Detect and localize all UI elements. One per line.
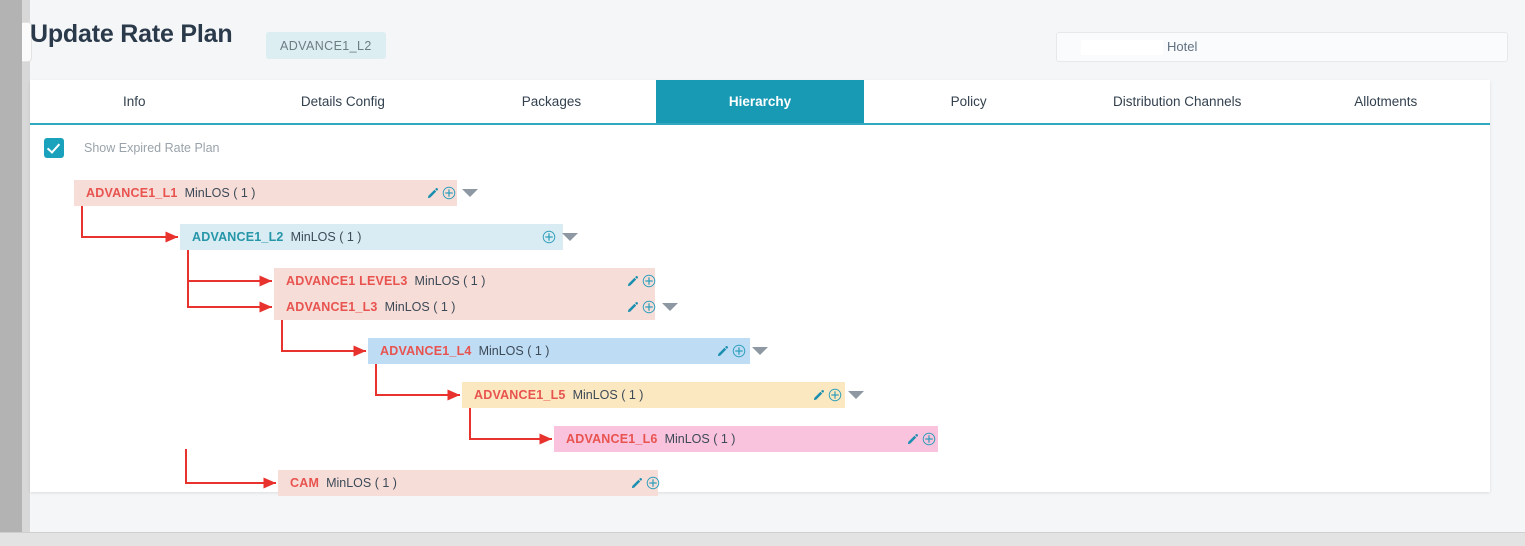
node-actions [716,344,768,358]
rate-plan-code[interactable]: ADVANCE1 LEVEL3 [286,274,408,288]
hierarchy-node: ADVANCE1_L3 MinLOS ( 1 ) [274,294,685,320]
hierarchy-node: ADVANCE1_L5 MinLOS ( 1 ) [462,382,875,408]
plus-circle-icon[interactable] [442,186,456,200]
tab-hierarchy[interactable]: Hierarchy [655,80,865,123]
plus-circle-icon[interactable] [642,300,656,314]
caret-down-icon[interactable] [662,303,678,311]
minlos-value: MinLOS ( 1 ) [414,274,486,288]
rate-plan-code[interactable]: ADVANCE1_L6 [566,432,658,446]
hierarchy-node-bar[interactable]: ADVANCE1_L2 MinLOS ( 1 ) [180,224,563,250]
rate-plan-code[interactable]: ADVANCE1_L4 [380,344,472,358]
node-actions [906,432,936,446]
hotel-name-redacted [1081,40,1163,55]
caret-down-icon[interactable] [562,233,578,241]
minlos-value: MinLOS ( 1 ) [290,230,362,244]
hierarchy-node: ADVANCE1_L1 MinLOS ( 1 ) [74,180,487,206]
show-expired-checkbox[interactable] [44,138,64,158]
pencil-icon[interactable] [906,433,919,446]
page-title: Update Rate Plan [30,20,233,48]
hierarchy-node: ADVANCE1_L4 MinLOS ( 1 ) [368,338,780,364]
tab-details-config[interactable]: Details Config [238,80,448,123]
hotel-selector[interactable]: Hotel [1056,32,1508,62]
plus-circle-icon[interactable] [542,230,556,244]
connector-line [187,237,272,313]
hierarchy-node-bar[interactable]: ADVANCE1_L4 MinLOS ( 1 ) [368,338,750,364]
pencil-icon[interactable] [630,477,643,490]
connector-line [185,449,276,489]
hierarchy-node: ADVANCE1 LEVEL3 MinLOS ( 1 ) [274,268,685,294]
hierarchy-node-bar[interactable]: ADVANCE1_L6 MinLOS ( 1 ) [554,426,938,452]
caret-down-icon[interactable] [462,189,478,197]
pencil-icon[interactable] [812,389,825,402]
pencil-icon[interactable] [426,187,439,200]
tab-distribution-channels[interactable]: Distribution Channels [1072,80,1282,123]
tab-packages[interactable]: Packages [447,80,656,123]
node-actions [426,186,478,200]
plus-circle-icon[interactable] [646,476,660,490]
minlos-value: MinLOS ( 1 ) [478,344,550,358]
pencil-icon[interactable] [626,301,639,314]
connector-line [375,351,460,401]
plus-circle-icon[interactable] [642,274,656,288]
pencil-icon[interactable] [626,275,639,288]
node-actions [630,476,660,490]
node-actions [542,230,578,244]
node-actions [626,274,656,288]
left-edge-tab [22,22,32,62]
tab-policy[interactable]: Policy [864,80,1073,123]
window-bottom-strip [0,532,1525,546]
node-actions [626,300,678,314]
minlos-value: MinLOS ( 1 ) [572,388,644,402]
rate-plan-code[interactable]: ADVANCE1_L3 [286,300,378,314]
tab-allotments[interactable]: Allotments [1281,80,1491,123]
hierarchy-connectors [81,193,552,489]
hierarchy-node: ADVANCE1_L6 MinLOS ( 1 ) [554,426,968,452]
plus-circle-icon[interactable] [732,344,746,358]
hierarchy-node-bar[interactable]: CAM MinLOS ( 1 ) [278,470,658,496]
rate-plan-code[interactable]: ADVANCE1_L5 [474,388,566,402]
tab-info[interactable]: Info [30,80,239,123]
plus-circle-icon[interactable] [922,432,936,446]
node-actions [812,388,864,402]
hierarchy-node-bar[interactable]: ADVANCE1_L5 MinLOS ( 1 ) [462,382,845,408]
hierarchy-node: CAM MinLOS ( 1 ) [278,470,688,496]
hotel-selector-label: Hotel [1167,39,1198,54]
rate-plan-code-badge: ADVANCE1_L2 [266,32,386,59]
minlos-value: MinLOS ( 1 ) [326,476,397,490]
minlos-value: MinLOS ( 1 ) [664,432,736,446]
pencil-icon[interactable] [716,345,729,358]
hierarchy-node-bar[interactable]: ADVANCE1_L1 MinLOS ( 1 ) [74,180,457,206]
connector-line [469,395,552,445]
hierarchy-node: ADVANCE1_L2 MinLOS ( 1 ) [180,224,593,250]
caret-down-icon[interactable] [752,347,768,355]
page-header: Update Rate Plan ADVANCE1_L2 Hotel [30,8,1508,70]
plus-circle-icon[interactable] [828,388,842,402]
hierarchy-node-bar[interactable]: ADVANCE1 LEVEL3 MinLOS ( 1 ) [274,268,655,294]
hierarchy-node-bar[interactable]: ADVANCE1_L3 MinLOS ( 1 ) [274,294,655,320]
connector-line [81,193,178,243]
rate-plan-code[interactable]: ADVANCE1_L1 [86,186,178,200]
show-expired-filter[interactable]: Show Expired Rate Plan [44,138,220,158]
show-expired-label: Show Expired Rate Plan [84,141,220,155]
rate-plan-code[interactable]: CAM [290,476,320,490]
caret-down-icon[interactable] [848,391,864,399]
minlos-value: MinLOS ( 1 ) [184,186,256,200]
connector-line [281,307,366,357]
rate-plan-code[interactable]: ADVANCE1_L2 [192,230,284,244]
minlos-value: MinLOS ( 1 ) [384,300,456,314]
